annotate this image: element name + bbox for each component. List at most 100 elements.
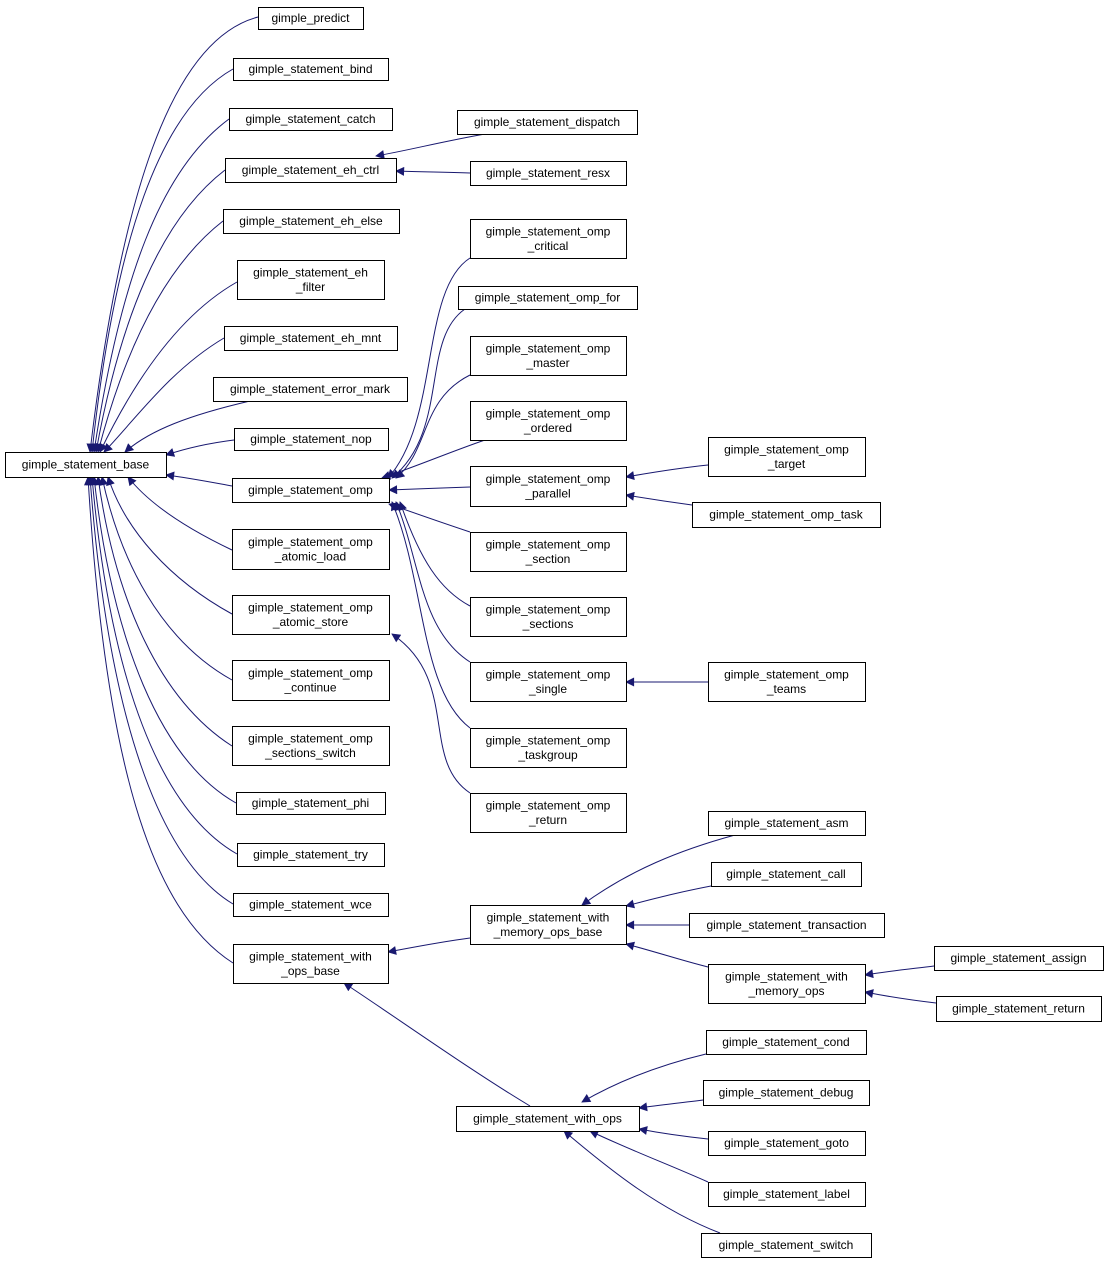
node-teams[interactable]: gimple_statement_omp_teams [708, 662, 866, 702]
node-label: _parallel [524, 486, 570, 500]
node-section[interactable]: gimple_statement_omp_section [470, 532, 627, 572]
edge-error-mark-to-base [124, 400, 251, 453]
node-dispatch[interactable]: gimple_statement_dispatch [457, 110, 638, 135]
edge-single-to-omp [394, 501, 471, 663]
edge-resx-to-eh-ctrl [395, 166, 471, 176]
node-box [470, 466, 627, 507]
node-label: _atomic_load [274, 549, 346, 563]
node-parallel[interactable]: gimple_statement_omp_parallel [470, 466, 627, 507]
node-wce[interactable]: gimple_statement_wce [233, 893, 389, 917]
node-ordered[interactable]: gimple_statement_omp_ordered [470, 401, 627, 441]
node-box [470, 219, 627, 259]
node-box [232, 726, 390, 766]
node-label: gimple_statement_catch [245, 112, 375, 126]
edge-critical-to-omp [387, 257, 471, 479]
node-box [237, 843, 385, 867]
edge-parallel-to-omp [388, 485, 471, 495]
edge-omp-to-base [165, 471, 233, 487]
node-with-ops-base[interactable]: gimple_statement_with_ops_base [233, 944, 389, 984]
node-label: gimple_statement_eh [253, 265, 368, 279]
node-box [470, 793, 627, 833]
node-label: _target [767, 457, 806, 471]
node-resx[interactable]: gimple_statement_resx [470, 161, 627, 186]
node-goto[interactable]: gimple_statement_goto [708, 1131, 866, 1156]
node-label: _filter [295, 280, 325, 294]
node-debug[interactable]: gimple_statement_debug [703, 1080, 870, 1106]
node-with-mem-base[interactable]: gimple_statement_with_memory_ops_base [470, 905, 627, 945]
node-label: gimple_predict [271, 11, 350, 25]
edge-with-ops-base-to-base [83, 476, 234, 964]
edge-ordered-to-omp [381, 439, 486, 480]
node-label: gimple_statement_nop [250, 432, 372, 446]
node-switch[interactable]: gimple_statement_switch [701, 1233, 872, 1258]
node-box [237, 260, 385, 300]
node-error-mark[interactable]: gimple_statement_error_mark [213, 377, 408, 402]
node-bind[interactable]: gimple_statement_bind [233, 58, 389, 81]
node-nop[interactable]: gimple_statement_nop [234, 428, 389, 451]
node-box [470, 532, 627, 572]
edge-sections-switch-to-base [94, 476, 233, 747]
node-with-ops[interactable]: gimple_statement_with_ops [456, 1106, 640, 1132]
node-sections[interactable]: gimple_statement_omp_sections [470, 597, 627, 637]
node-return[interactable]: gimple_statement_return [936, 996, 1102, 1022]
node-label: gimple_statement_eh_ctrl [242, 163, 379, 177]
node-label[interactable]: gimple_statement_label [708, 1182, 866, 1207]
node-try[interactable]: gimple_statement_try [237, 843, 385, 867]
nodes-layer: gimple_predict gimple_statement_bindgimpl… [5, 7, 1104, 1258]
node-label: gimple_statement_phi [252, 796, 369, 810]
node-asm[interactable]: gimple_statement_asm [708, 811, 866, 836]
edge-catch-to-base [90, 118, 230, 453]
edge-asm-to-with-mem-base [581, 834, 736, 906]
node-label: gimple_statement_dispatch [474, 115, 620, 129]
node-box [236, 792, 386, 815]
node-phi[interactable]: gimple_statement_phi [236, 792, 386, 815]
node-label: _ordered [523, 421, 572, 435]
node-taskgroup[interactable]: gimple_statement_omp_taskgroup [470, 728, 627, 768]
node-box [232, 595, 390, 635]
node-label: gimple_statement_return [952, 1002, 1085, 1016]
node-label: gimple_statement_cond [722, 1035, 849, 1049]
node-box [470, 597, 627, 637]
node-eh-ctrl[interactable]: gimple_statement_eh_ctrl [225, 158, 397, 183]
node-label: gimple_statement_omp [486, 602, 611, 616]
node-call[interactable]: gimple_statement_call [711, 862, 862, 887]
node-assign[interactable]: gimple_statement_assign [934, 946, 1104, 971]
node-omp[interactable]: gimple_statement_omp [232, 478, 390, 503]
node-label: gimple_statement_with [725, 969, 848, 983]
node-omp-for[interactable]: gimple_statement_omp_for [458, 286, 638, 310]
node-master[interactable]: gimple_statement_omp_master [470, 336, 627, 376]
node-continue[interactable]: gimple_statement_omp_continue [232, 660, 390, 701]
node-atomic-store[interactable]: gimple_statement_omp_atomic_store [232, 595, 390, 635]
edge-atomic-load-to-base [127, 476, 233, 551]
node-label: _memory_ops [747, 984, 824, 998]
node-critical[interactable]: gimple_statement_omp_critical [470, 219, 627, 259]
edge-try-to-base [88, 476, 238, 855]
node-box [708, 437, 866, 477]
node-single[interactable]: gimple_statement_omp_single [470, 662, 627, 702]
node-box [234, 428, 389, 451]
node-predict[interactable]: gimple_predict [258, 7, 364, 30]
node-label: gimple_statement_with [249, 949, 372, 963]
node-atomic-load[interactable]: gimple_statement_omp_atomic_load [232, 529, 390, 570]
edge-eh-else-to-base [95, 220, 224, 453]
node-sections-switch[interactable]: gimple_statement_omp_sections_switch [232, 726, 390, 766]
node-transaction[interactable]: gimple_statement_transaction [689, 913, 885, 938]
node-target[interactable]: gimple_statement_omp_target [708, 437, 866, 477]
edge-eh-ctrl-to-base [93, 169, 226, 453]
node-task[interactable]: gimple_statement_omp_task [692, 502, 881, 528]
node-label: gimple_statement_eh_else [239, 214, 383, 228]
node-return-omp[interactable]: gimple_statement_omp_return [470, 793, 627, 833]
node-label: gimple_statement_omp [486, 537, 611, 551]
node-label: gimple_statement_omp_for [475, 291, 620, 305]
node-eh-else[interactable]: gimple_statement_eh_else [223, 209, 400, 234]
node-eh-mnt[interactable]: gimple_statement_eh_mnt [224, 326, 398, 351]
node-base[interactable]: gimple_statement_base [5, 452, 167, 478]
node-eh-filter[interactable]: gimple_statement_eh_filter [237, 260, 385, 300]
node-cond[interactable]: gimple_statement_cond [706, 1030, 867, 1055]
node-with-mem[interactable]: gimple_statement_with_memory_ops [708, 964, 866, 1004]
node-label: gimple_statement_base [22, 458, 150, 472]
node-label: gimple_statement_asm [724, 816, 848, 830]
node-label: gimple_statement_omp [486, 667, 611, 681]
node-catch[interactable]: gimple_statement_catch [229, 108, 393, 131]
node-label: _critical [527, 239, 569, 253]
